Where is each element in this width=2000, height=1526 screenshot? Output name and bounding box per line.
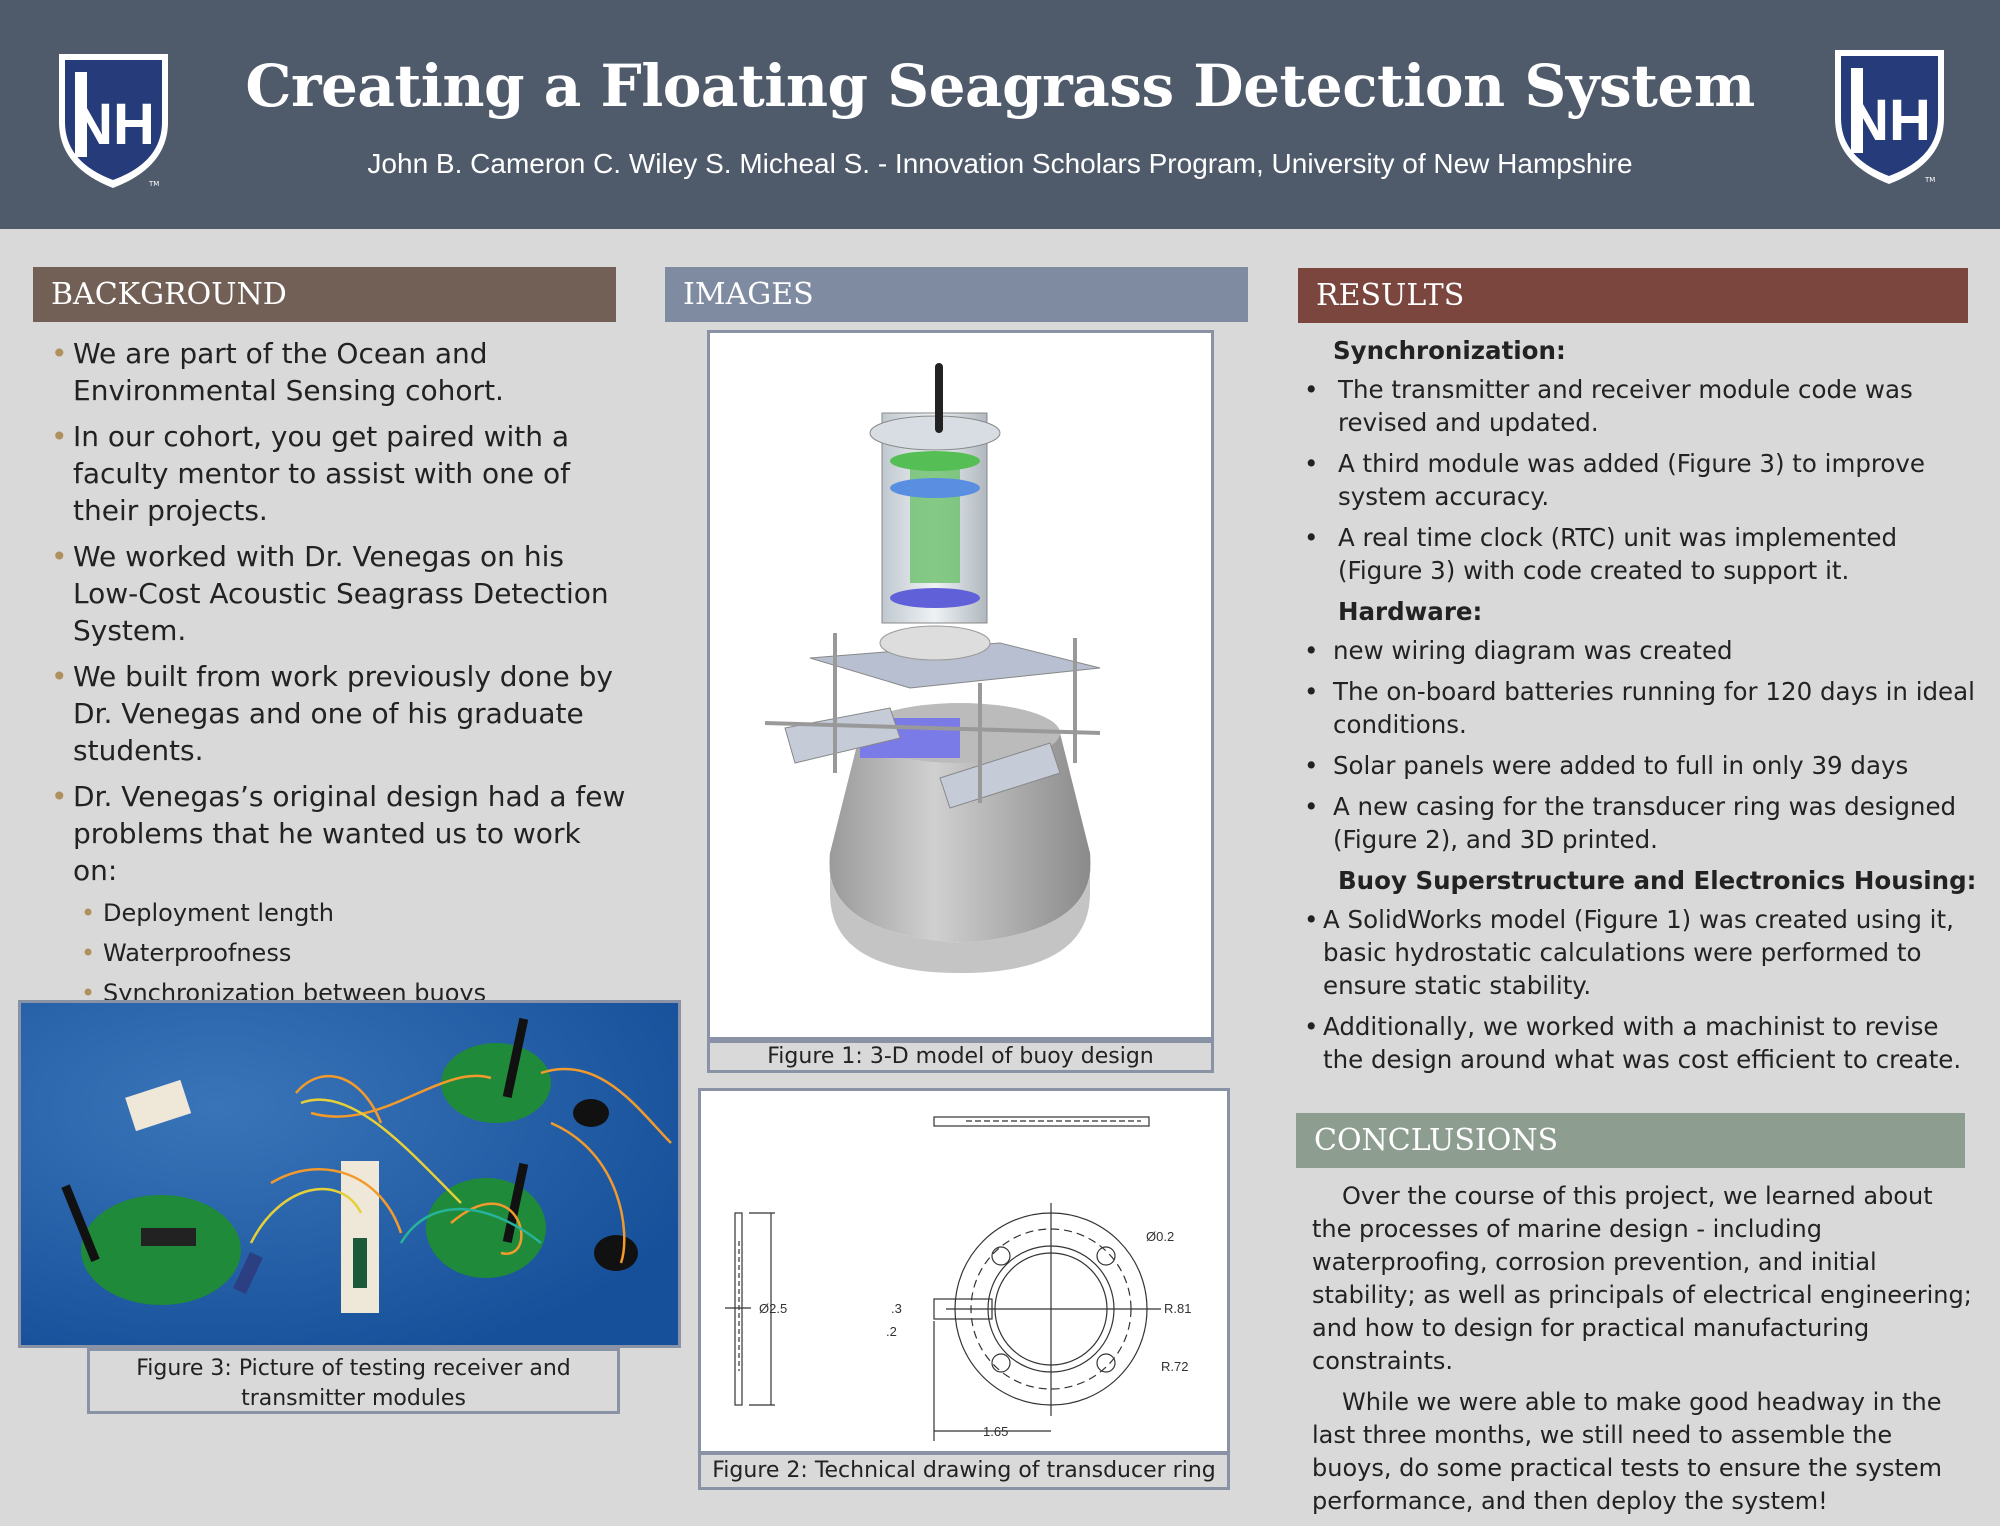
figure-1-caption: Figure 1: 3-D model of buoy design [707, 1040, 1214, 1073]
svg-text:NH: NH [1847, 88, 1931, 153]
figure-1-buoy-model [707, 330, 1214, 1040]
svg-text:R.81: R.81 [1164, 1301, 1191, 1316]
list-item: Dr. Venegas’s original design had a few … [33, 778, 633, 889]
buoy-heading: Buoy Superstructure and Electronics Hous… [1338, 866, 1977, 895]
figure-3-caption: Figure 3: Picture of testing receiver an… [87, 1348, 620, 1414]
conclusions-paragraph: Over the course of this project, we lear… [1312, 1182, 1972, 1375]
results-heading: RESULTS [1298, 268, 1968, 323]
poster-authors: John B. Cameron C. Wiley S. Micheal S. -… [367, 148, 1633, 179]
list-item: The on-board batteries running for 120 d… [1298, 675, 1978, 741]
list-item: We are part of the Ocean and Environment… [33, 335, 633, 409]
svg-text:1.65: 1.65 [983, 1424, 1008, 1439]
svg-text:TM: TM [148, 180, 159, 188]
list-item: We built from work previously done by Dr… [33, 658, 633, 769]
conclusions-paragraph: While we were able to make good headway … [1312, 1388, 1943, 1515]
list-item: A new casing for the transducer ring was… [1298, 790, 1978, 856]
svg-text:.2: .2 [886, 1324, 897, 1339]
list-item: new wiring diagram was created [1298, 634, 1978, 667]
list-item: In our cohort, you get paired with a fac… [33, 418, 633, 529]
svg-text:TM: TM [1924, 176, 1935, 184]
list-item: The transmitter and receiver module code… [1298, 373, 1978, 439]
unh-logo-left: NH TM [59, 54, 168, 188]
unh-logo-right: NH TM [1835, 50, 1944, 184]
background-heading: BACKGROUND [33, 267, 616, 322]
svg-text:R.72: R.72 [1161, 1359, 1188, 1374]
list-item: A real time clock (RTC) unit was impleme… [1298, 521, 1978, 587]
sub-list-item: Waterproofness [33, 938, 633, 968]
poster-title: Creating a Floating Seagrass Detection S… [245, 52, 1755, 120]
list-item: We worked with Dr. Venegas on his Low-Co… [33, 538, 633, 649]
list-item: Additionally, we worked with a machinist… [1298, 1010, 1978, 1076]
svg-text:.3: .3 [891, 1301, 902, 1316]
figure-3-photo [18, 1000, 681, 1348]
conclusions-heading: CONCLUSIONS [1296, 1113, 1965, 1168]
list-item: A third module was added (Figure 3) to i… [1298, 447, 1978, 513]
results-content: Synchronization: The transmitter and rec… [1298, 330, 1978, 1084]
images-heading: IMAGES [665, 267, 1248, 322]
list-item: Solar panels were added to full in only … [1298, 749, 1978, 782]
conclusions-content: Over the course of this project, we lear… [1312, 1180, 1972, 1526]
figure-2-caption: Figure 2: Technical drawing of transduce… [698, 1452, 1230, 1490]
poster-header: NH TM NH TM Creating a Floating Seagrass… [0, 0, 2000, 229]
hardware-heading: Hardware: [1338, 597, 1483, 626]
svg-text:NH: NH [71, 92, 155, 157]
sub-list-item: Deployment length [33, 898, 633, 928]
list-item: A SolidWorks model (Figure 1) was create… [1298, 903, 1978, 1002]
background-list: We are part of the Ocean and Environment… [33, 335, 633, 1018]
figure-2-technical-drawing: Ø2.5 1.65 Ø0.2 R.81 R.72 .3 .2 [698, 1088, 1230, 1454]
svg-text:Ø0.2: Ø0.2 [1146, 1229, 1174, 1244]
synchronization-heading: Synchronization: [1333, 336, 1566, 365]
svg-text:Ø2.5: Ø2.5 [759, 1301, 787, 1316]
